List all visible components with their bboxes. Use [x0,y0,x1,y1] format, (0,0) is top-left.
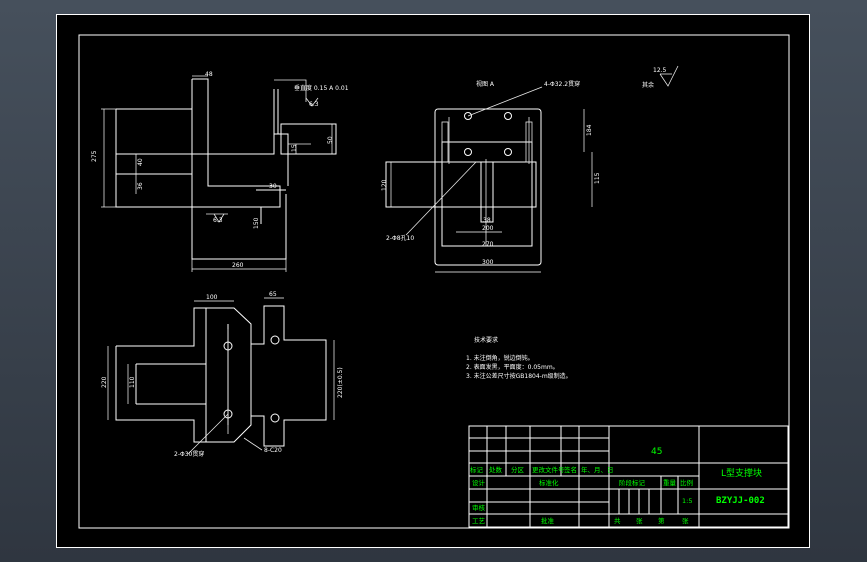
tb-sheet-total-label: 共 [614,516,621,525]
tb-header-change-doc: 更改文件号 [532,465,565,474]
tb-header-mark: 标记 [470,465,484,474]
drawing-canvas: 48 275 40 36 30 15 50 150 260 垂直度 0.15 A… [56,14,810,548]
dim-30: 30 [269,183,277,190]
tb-scale-label: 比例 [680,478,693,487]
tech-line-3: 3. 未注公差尺寸按GB1804-m级制造。 [466,372,572,380]
drawing-sheet: 48 275 40 36 30 15 50 150 260 垂直度 0.15 A… [56,14,810,548]
tb-header-zone: 分区 [511,465,525,474]
drawing-number: BZYJJ-002 [716,496,765,506]
inner-frame [78,34,790,529]
dim-270: 270 [482,241,494,248]
tb-weight-label: 重量 [663,479,677,487]
counterbore-side-label: 2-Φ8孔10 [386,234,414,242]
view-a: 视图 A 4-Φ32.2贯穿 2-Φ8孔10 300 270 200 38 18… [381,80,601,273]
tb-stage-label: 阶段标记 [619,478,646,487]
material: 45 [651,447,662,457]
part-name: L型支撑块 [721,467,762,479]
tb-standard-label: 标准化 [539,478,559,487]
dim-200: 200 [482,225,494,232]
tb-header-sign: 签名 [564,465,577,474]
side-view: 48 275 40 36 30 15 50 150 260 垂直度 0.15 A… [91,71,349,272]
dim-40: 40 [137,158,144,166]
perpendicularity-note: 垂直度 0.15 A 0.01 [294,84,349,92]
tb-approve-label: 批准 [541,516,555,525]
roughness-6-3-bottom: 6.3 [213,217,223,224]
title-block: 45 L型支撑块 BZYJJ-002 1:5 标记 处数 分区 更改文件号 签名… [468,425,789,528]
dim-50: 50 [327,136,334,144]
dim-36: 36 [137,182,144,190]
dim-115: 115 [594,172,601,184]
tb-craft-label: 工艺 [472,517,486,525]
tb-sheet-index-label: 第 [658,516,665,525]
dim-300: 300 [482,259,494,266]
dim-110: 110 [129,376,136,388]
dim-65: 65 [269,291,277,298]
scale-value: 1:5 [682,497,692,505]
dim-150: 150 [253,217,260,229]
tech-title: 技术要求 [474,336,498,344]
surface-finish-symbol: 12.5 其余 [642,65,679,89]
dim-100: 100 [206,294,218,301]
surface-finish-value: 12.5 [653,67,667,74]
dim-220-tol: 220(±0.5) [337,367,344,398]
dim-260: 260 [232,262,244,269]
technical-requirements: 技术要求 1. 未注倒角，锐边倒钝。 2. 表面发黑，平面度：0.05mm。 3… [466,336,572,380]
dim-15: 15 [291,144,298,152]
roughness-6-3-top: 6.3 [309,101,319,108]
outer-frame [56,14,810,548]
surface-finish-note: 其余 [642,81,654,89]
tech-line-2: 2. 表面发黑，平面度：0.05mm。 [466,363,559,371]
chamfer-label: 8-C20 [264,447,282,454]
top-view: 100 65 220 110 220(±0.5) 2-Φ30贯穿 8-C20 [101,291,344,458]
tech-line-1: 1. 未注倒角，锐边倒钝。 [466,354,534,362]
tb-designer-label: 设计 [472,478,486,487]
dim-48: 48 [205,71,213,78]
dim-120: 120 [381,179,388,191]
holes-bottom-label: 2-Φ30贯穿 [174,450,204,458]
counterbore-top-label: 4-Φ32.2贯穿 [544,80,580,88]
view-a-label: 视图 A [476,80,495,88]
tb-sheet-total-unit: 张 [636,516,643,525]
dim-184: 184 [586,124,593,136]
tb-review-label: 审核 [472,503,486,512]
tb-header-date: 年、月、日 [581,465,614,474]
dim-275: 275 [91,150,98,162]
dim-220-top-view: 220 [101,376,108,388]
tb-sheet-index-unit: 张 [682,516,689,525]
tb-header-count: 处数 [489,465,503,474]
dim-38: 38 [483,217,491,224]
